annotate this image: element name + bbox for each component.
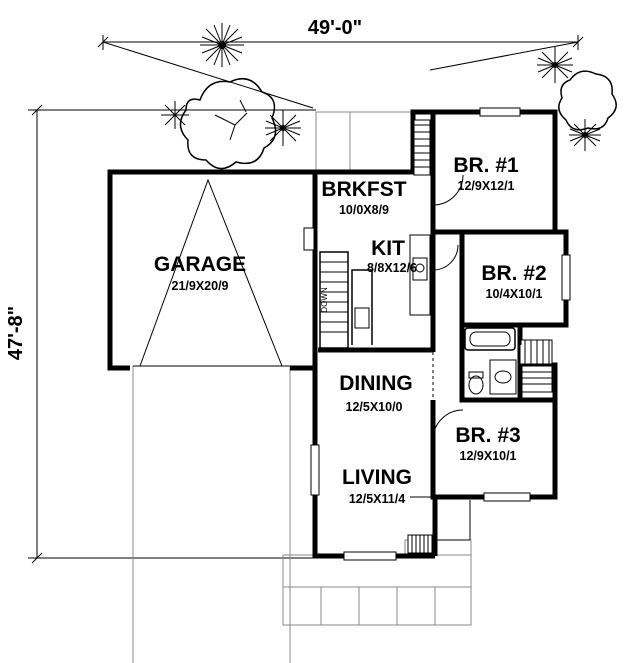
living-label: LIVING <box>342 466 412 489</box>
closets <box>407 119 553 554</box>
living-size: 12/5X11/4 <box>349 492 405 506</box>
kit-label: KIT <box>371 237 405 260</box>
shrub-near-house <box>265 110 301 146</box>
tree-left <box>179 77 277 170</box>
tree-right <box>558 70 617 131</box>
rear-patio <box>315 111 414 172</box>
depth-dimension: 47'-8" <box>5 104 316 564</box>
bathroom <box>464 327 517 395</box>
brkfst-label: BRKFST <box>321 178 406 201</box>
stair-down-label: DOWN <box>320 287 329 313</box>
windows <box>303 107 571 561</box>
brkfst-size: 10/0X8/9 <box>339 203 389 217</box>
kit-size: 8/8X12/6 <box>367 261 417 275</box>
br2-label: BR. #2 <box>481 262 546 285</box>
doors <box>318 174 522 541</box>
width-dimension: 49'-0" <box>97 17 584 50</box>
br3-label: BR. #3 <box>455 424 520 447</box>
garage: GARAGE 21/9X20/9 <box>107 169 315 371</box>
depth-label: 47'-8" <box>5 306 27 360</box>
stairs: DOWN <box>319 251 349 349</box>
garage-size: 21/9X20/9 <box>172 279 229 293</box>
garage-label: GARAGE <box>154 253 246 276</box>
shrub-left <box>161 101 189 129</box>
shrub-top-left <box>200 23 244 67</box>
br2-size: 10/4X10/1 <box>486 287 543 301</box>
kitchen-counters <box>351 234 431 345</box>
width-label: 49'-0" <box>308 17 362 39</box>
shrub-right <box>569 119 601 151</box>
dining-size: 12/5X10/0 <box>346 400 403 414</box>
br1-size: 12/9X12/1 <box>458 179 515 193</box>
br3-size: 12/9X10/1 <box>460 449 517 463</box>
shrub-top-right <box>537 47 573 83</box>
br1-label: BR. #1 <box>453 154 519 177</box>
dining-label: DINING <box>339 372 413 395</box>
